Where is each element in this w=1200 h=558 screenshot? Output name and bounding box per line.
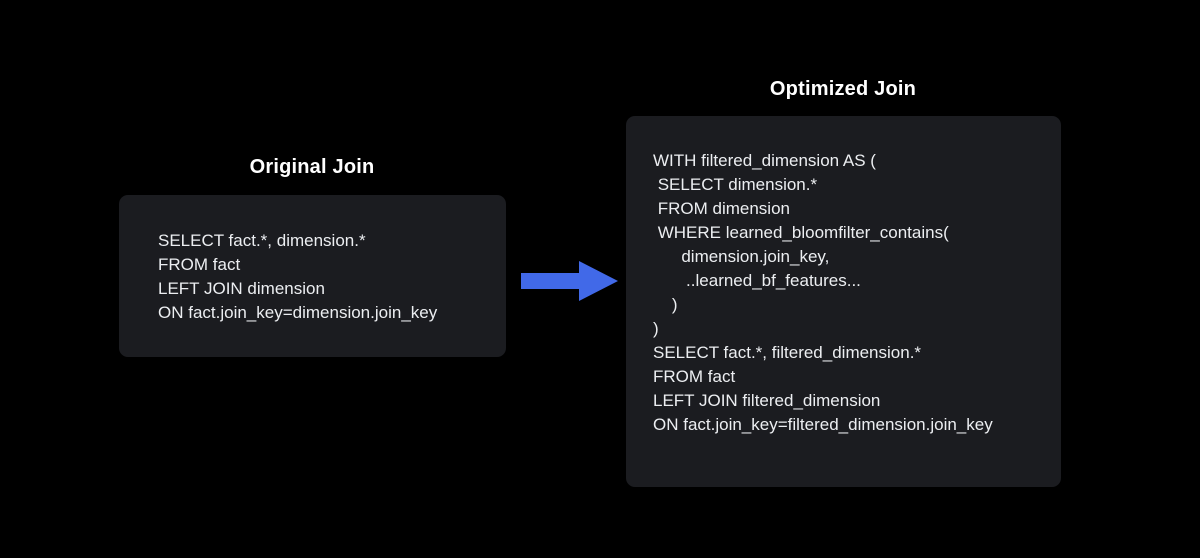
optimized-join-code: WITH filtered_dimension AS ( SELECT dime… [653,151,993,434]
original-join-panel: SELECT fact.*, dimension.* FROM fact LEF… [119,195,506,357]
right-arrow-icon [521,261,618,301]
original-join-code: SELECT fact.*, dimension.* FROM fact LEF… [158,231,438,322]
optimized-join-panel: WITH filtered_dimension AS ( SELECT dime… [626,116,1061,487]
original-join-title: Original Join [249,156,375,178]
optimized-join-title: Optimized Join [769,78,917,100]
